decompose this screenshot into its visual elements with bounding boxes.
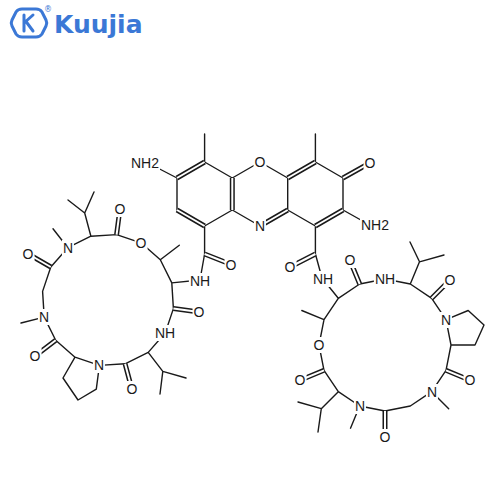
atom-label: O [464,372,477,388]
atom-label: NH [312,271,334,287]
atom-label: O [284,259,297,275]
atom-label: O [379,429,392,445]
atom-label: N [354,398,366,414]
atom-label: O [29,348,42,364]
atom-label: O [294,372,307,388]
registered-mark: ® [44,6,52,14]
atom-label: N [93,357,105,373]
atom-label: O [344,252,357,268]
atom-label: O [254,154,267,170]
atom-label: N [62,240,74,256]
atom-label: O [135,235,148,251]
atom-label: O [225,257,238,273]
atom-label: N [426,384,438,400]
single-bonds [21,134,484,432]
atom-label: O [193,304,206,320]
atom-label: O [114,201,127,217]
double-bonds [30,162,468,435]
atom-label: O [22,246,35,262]
atom-label: NH [154,325,176,341]
atom-label: N [440,312,452,328]
atom-label: NH2 [360,217,390,233]
atom-label: N [38,309,50,325]
atom-label: O [444,272,457,288]
atom-label: NH [374,271,396,287]
brand-name: Kuujia [54,12,143,37]
atom-label: N [254,218,266,234]
logo-icon [11,9,47,37]
atom-label: O [126,381,139,397]
atom-label: O [313,337,326,353]
atom-label: O [364,155,377,171]
atom-label: NH [189,273,211,289]
atom-label: NH2 [130,155,160,171]
